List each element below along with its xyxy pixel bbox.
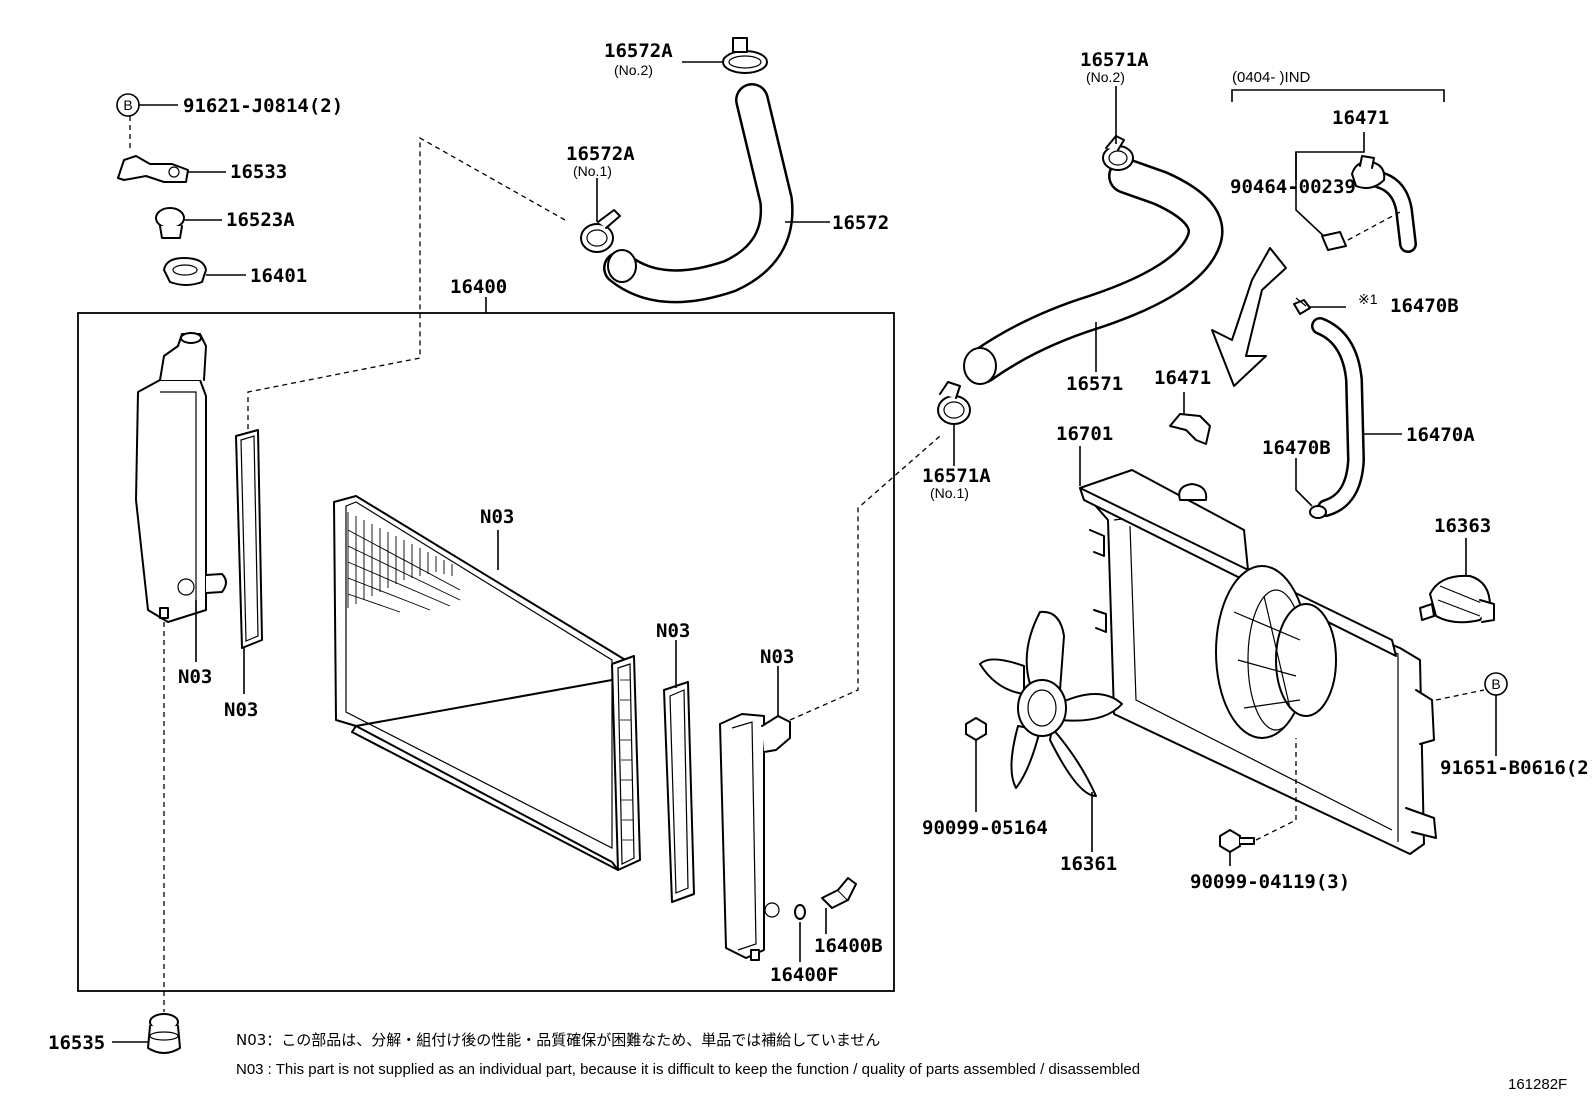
label-n03-a: N03: [178, 666, 212, 688]
fan-shroud-16701: [1079, 469, 1437, 855]
cap-16401: [163, 257, 207, 286]
hose-16470A: [1311, 317, 1366, 517]
right-tank: [719, 713, 791, 961]
clamp-16572A-no1: [580, 209, 621, 253]
ref-b-circle-left: B: [116, 93, 140, 117]
clip-16470B-top: [1293, 297, 1311, 315]
fan-motor-16363: [1419, 574, 1495, 624]
label-16571: 16571: [1066, 373, 1123, 395]
label-16400B: 16400B: [814, 935, 883, 957]
label-16470A: 16470A: [1406, 424, 1475, 446]
label-ind-range: (0404- )IND: [1232, 69, 1311, 86]
bolt-90099-04119: [1219, 829, 1255, 853]
figure-id: 161282F: [1508, 1076, 1567, 1093]
label-16400F: 16400F: [770, 964, 839, 986]
label-16533: 16533: [230, 161, 287, 183]
label-n03-e: N03: [760, 646, 794, 668]
label-16471-top: 16471: [1332, 107, 1389, 129]
label-16572: 16572: [832, 212, 889, 234]
label-16470B-top: 16470B: [1390, 295, 1459, 317]
left-tank: [135, 332, 227, 623]
label-no1-right: (No.1): [930, 485, 969, 501]
left-gasket: [235, 429, 263, 649]
label-no1-mid: (No.1): [573, 163, 612, 179]
label-16361: 16361: [1060, 853, 1117, 875]
right-gasket: [663, 681, 695, 903]
label-91621: 91621-J0814(2): [183, 95, 343, 117]
cushion-16523A: [155, 207, 185, 239]
label-16701: 16701: [1056, 423, 1113, 445]
label-90464: 90464-00239: [1230, 176, 1356, 198]
clip-90464: [1321, 231, 1347, 251]
drain-plug-16400B: [821, 877, 857, 909]
radiator-core: [333, 495, 641, 871]
label-no2-right: (No.2): [1086, 69, 1125, 85]
label-16572A-mid: 16572A: [566, 143, 635, 165]
note-english: N03 : This part is not supplied as an in…: [236, 1061, 1140, 1078]
label-91651: 91651-B0616(2): [1440, 757, 1592, 779]
label-90099-05164: 90099-05164: [922, 817, 1048, 839]
lower-hose-16571: [963, 158, 1224, 385]
fin-hatch: [347, 512, 461, 613]
oring-16400F: [794, 904, 806, 920]
label-n03-d: N03: [656, 620, 690, 642]
clamp-16571A-no2: [1102, 135, 1134, 171]
hose-16471-top: [1351, 155, 1417, 253]
label-ref-mark: ※1: [1358, 291, 1378, 307]
label-90099-04119: 90099-04119(3): [1190, 871, 1350, 893]
bracket-16533: [117, 155, 189, 183]
ref-b-circle-right: B: [1484, 672, 1508, 696]
label-16471-mid: 16471: [1154, 367, 1211, 389]
ref-b-label-left: B: [123, 97, 132, 113]
note-japanese: N03：この部品は、分解・組付け後の性能・品質確保が困難なため、単品では補給して…: [236, 1031, 880, 1049]
ref-b-label-right: B: [1491, 676, 1500, 692]
flow-arrow: [1211, 247, 1287, 387]
label-16470B-mid: 16470B: [1262, 437, 1331, 459]
clip-16470B-mid: [1309, 505, 1327, 519]
label-16363: 16363: [1434, 515, 1491, 537]
label-16535: 16535: [48, 1032, 105, 1054]
cushion-16535: [147, 1013, 181, 1054]
fan-16361: [979, 610, 1123, 797]
label-16571A-top: 16571A: [1080, 49, 1149, 71]
clamp-16571A-no1: [937, 381, 971, 425]
side-hatch: [620, 679, 634, 841]
upper-hose-16572: [603, 83, 794, 304]
label-n03-c: N03: [480, 506, 514, 528]
label-16523A: 16523A: [226, 209, 295, 231]
label-16400: 16400: [450, 276, 507, 298]
label-16572A-top: 16572A: [604, 40, 673, 62]
bracket-16471-mid: [1169, 413, 1211, 445]
label-16401: 16401: [250, 265, 307, 287]
label-no2-top: (No.2): [614, 62, 653, 78]
label-16571A-bot: 16571A: [922, 465, 991, 487]
clamp-16572A-no2: [722, 37, 768, 74]
label-n03-b: N03: [224, 699, 258, 721]
nut-90099-05164: [965, 717, 987, 741]
